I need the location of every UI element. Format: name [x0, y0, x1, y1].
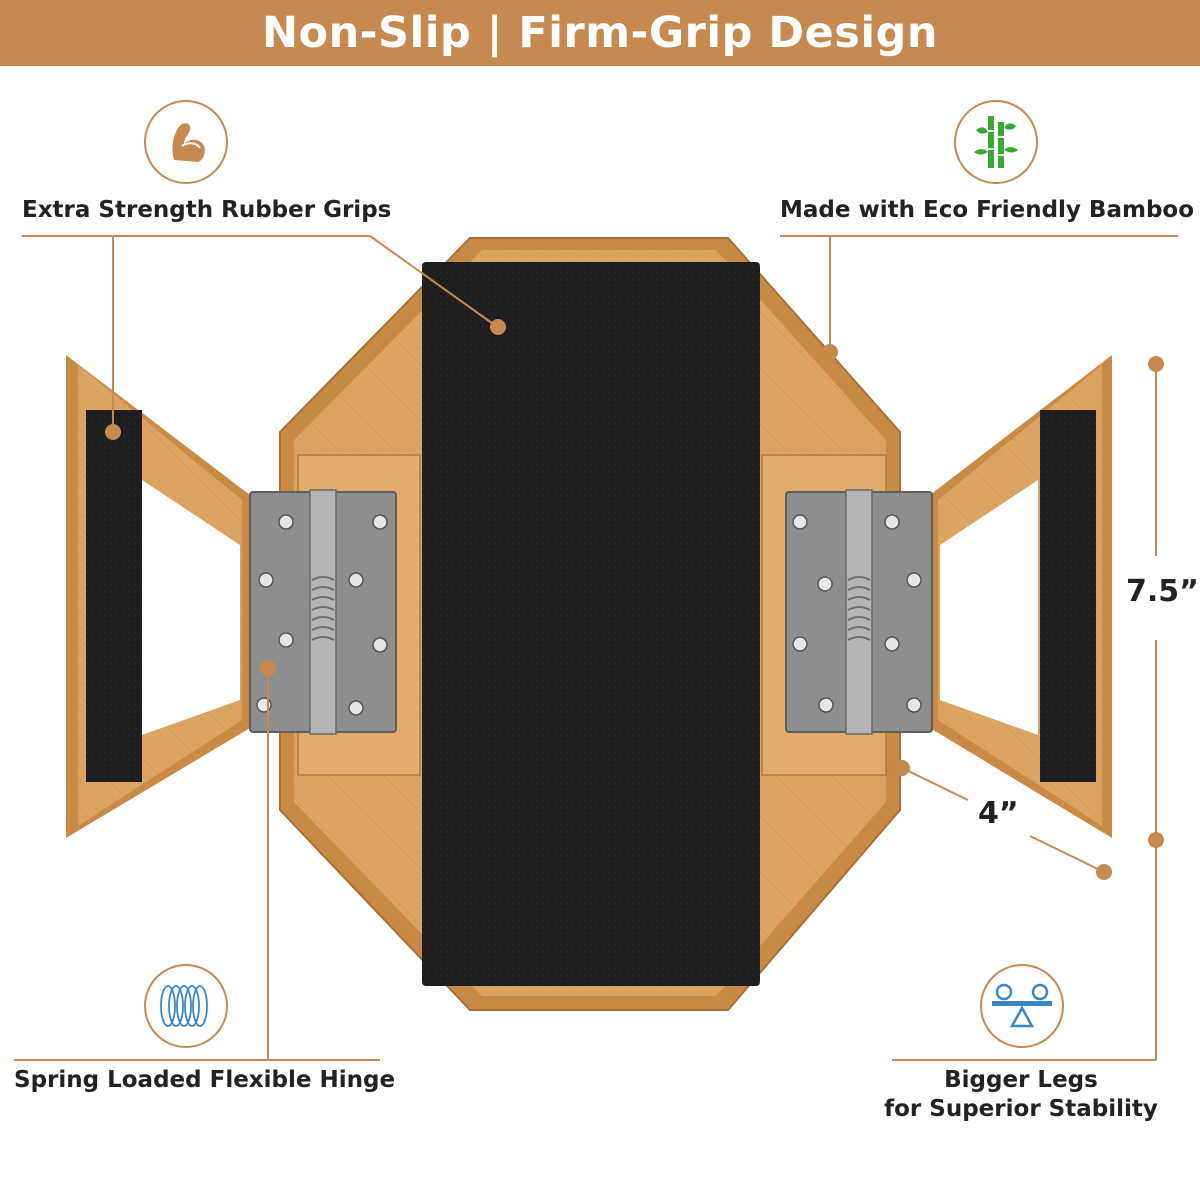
spring-coil-icon [144, 964, 228, 1048]
height-dimension-label: 7.5” [1126, 574, 1199, 609]
left-leg-rubber-grip [86, 410, 142, 782]
legs-label-line-2: for Superior Stability [884, 1095, 1158, 1122]
hinge-callout-dot [260, 660, 276, 676]
banner: Non-Slip | Firm-Grip Design [0, 0, 1200, 66]
width-dot-b [1096, 864, 1112, 880]
right-leg-rubber-grip [1040, 410, 1096, 782]
grips-callout-dot-1 [490, 319, 506, 335]
hinge-label: Spring Loaded Flexible Hinge [14, 1067, 396, 1093]
bamboo-label: Made with Eco Friendly Bamboo [780, 197, 1195, 223]
grips-label: Extra Strength Rubber Grips [22, 197, 392, 223]
center-rubber-grip [422, 262, 760, 986]
balance-scale-icon [980, 964, 1064, 1048]
height-dot-bottom [1148, 832, 1164, 848]
width-dot-a [894, 760, 910, 776]
bamboo-icon [954, 100, 1038, 184]
right-hinge [785, 489, 933, 735]
width-dimension-label: 4” [978, 796, 1019, 831]
width-dimension-line-b [1029, 835, 1105, 873]
grips-callout-line-1 [369, 235, 497, 327]
flexed-arm-icon [144, 100, 228, 184]
bamboo-callout-dot [822, 344, 838, 360]
height-dot-top [1148, 356, 1164, 372]
left-leg [66, 355, 250, 838]
right-leg [930, 355, 1112, 838]
banner-title: Non-Slip | Firm-Grip Design [262, 8, 938, 58]
left-hinge [249, 489, 397, 735]
legs-label: Bigger Legs for Superior Stability [880, 1066, 1162, 1124]
grips-callout-dot-2 [105, 424, 121, 440]
legs-label-line-1: Bigger Legs [944, 1067, 1098, 1093]
width-dimension-line-a [901, 767, 969, 801]
